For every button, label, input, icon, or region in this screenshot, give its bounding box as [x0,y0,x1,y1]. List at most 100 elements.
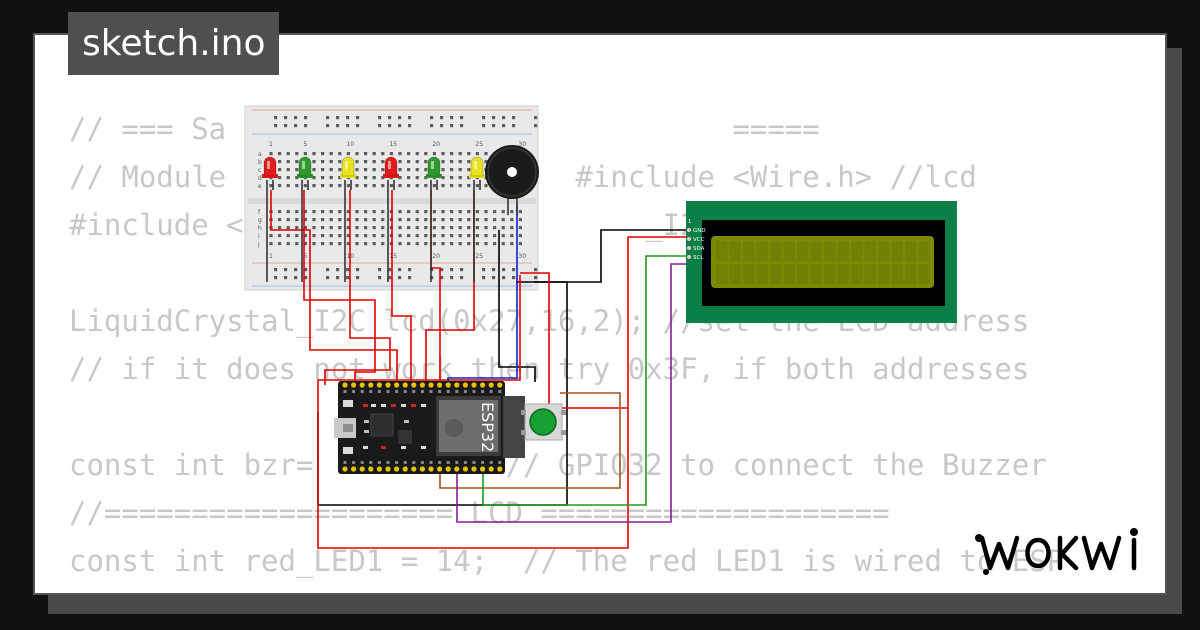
esp32-pin[interactable] [368,466,374,472]
lcd-pin-label: SDA [693,246,705,252]
lcd-pin[interactable] [686,227,692,233]
esp32-pin[interactable] [445,382,451,388]
breadboard-column-number: 20 [432,253,440,260]
esp32-pin[interactable] [445,466,451,472]
code-line: const int bzr= // GPIO32 to connect the … [69,448,1047,482]
smd-component [381,404,386,407]
esp32-pin[interactable] [342,466,348,472]
esp32-pin[interactable] [462,466,468,472]
file-title: sketch.ino [68,12,280,75]
esp32-pin[interactable] [394,466,400,472]
breadboard-row-label: d [258,175,262,182]
led-leads [266,180,481,282]
smd-component [401,404,406,407]
breadboard-row-label: e [258,183,262,190]
esp32-pin[interactable] [437,466,443,472]
breadboard-row-label: b [258,159,262,166]
breadboard-row-label: c [258,167,261,174]
smd-component [404,420,409,423]
breadboard-row-label: i [258,233,260,240]
esp32-pin[interactable] [419,382,425,388]
esp32-pin[interactable] [351,466,357,472]
breadboard-row-label: f [258,209,261,216]
breadboard-row-label: a [258,151,262,158]
wokwi-logo [975,528,1138,575]
esp32-pin[interactable] [497,466,503,472]
esp32-pin[interactable] [385,382,391,388]
esp32-pin[interactable] [411,382,417,388]
smd-component [364,420,369,423]
esp32-pin[interactable] [488,382,494,388]
smd-component [371,404,376,407]
esp32-pin[interactable] [342,382,348,388]
esp32-pin[interactable] [497,382,503,388]
lcd-pin-1-label: 1 [688,219,691,225]
wire-scl [456,263,690,523]
esp32-pin[interactable] [351,382,357,388]
breadboard-column-number: 15 [389,141,397,148]
breadboard-column-number: 10 [346,141,354,148]
esp32-pin[interactable] [488,466,494,472]
smd-component [363,446,368,449]
esp32-pin[interactable] [428,382,434,388]
esp32-pin[interactable] [368,382,374,388]
esp32-pin[interactable] [437,382,443,388]
esp32-pin[interactable] [480,466,486,472]
lcd-pin[interactable] [686,245,692,251]
pushbutton[interactable] [521,403,566,441]
esp32-pin[interactable] [376,382,382,388]
code-line: // === Sa ===== [69,112,820,146]
esp32-pin[interactable] [462,382,468,388]
wire-vcc-lcd [520,236,690,409]
esp32-pin[interactable] [376,466,382,472]
esp32-pin[interactable] [471,466,477,472]
smd-component [363,404,368,407]
breadboard-column-number: 5 [303,141,307,148]
esp32-pin[interactable] [454,382,460,388]
wire-red-5 [324,190,391,385]
lcd-module: 1 GND VCC SDA SCL [686,201,957,323]
led [340,156,356,178]
breadboard-row-label: j [257,241,260,248]
led [383,156,399,178]
breadboard-column-number: 1 [269,253,273,260]
led [262,156,278,178]
esp32-pin[interactable] [480,382,486,388]
buzzer [485,145,539,215]
code-line: const int red_LED1 = 14; // The red LED1… [69,544,1065,578]
code-background: // === Sa =====// Module #include <Wire.… [69,105,1065,593]
esp32-pin[interactable] [402,466,408,472]
esp32-pin[interactable] [402,382,408,388]
esp32-pin[interactable] [359,466,365,472]
esp32-pin[interactable] [394,382,400,388]
esp32-pin[interactable] [471,382,477,388]
smd-component [381,446,386,449]
lcd-pin-label: VCC [693,237,705,243]
lcd-pin-label: GND [693,228,706,234]
esp32-pin[interactable] [419,466,425,472]
led [297,156,313,178]
wire-brown [439,392,621,489]
preview-card: // === Sa =====// Module #include <Wire.… [33,33,1167,595]
esp32-pin[interactable] [454,466,460,472]
lcd-pin[interactable] [686,236,692,242]
leds [262,156,485,178]
esp32-pin[interactable] [359,382,365,388]
esp32-pin[interactable] [411,466,417,472]
breadboard-column-number: 25 [475,141,483,148]
breadboard-column-number: 5 [303,253,307,260]
breadboard-row-label: h [258,225,262,232]
wire-red-7 [317,275,629,549]
lcd-pins: GND VCC SDA SCL [686,227,706,261]
code-line: //==================== LCD =============… [69,496,890,530]
lcd-pin[interactable] [686,254,692,260]
esp32-pin[interactable] [385,466,391,472]
esp32-pin[interactable] [428,466,434,472]
esp32-header-bottom [342,461,503,472]
lcd-pin-label: SCL [693,255,704,261]
breadboard-column-number: 30 [518,141,526,148]
wire-red-6 [303,190,376,382]
wire-red-2 [391,190,412,382]
lcd-character-grid [716,241,930,284]
